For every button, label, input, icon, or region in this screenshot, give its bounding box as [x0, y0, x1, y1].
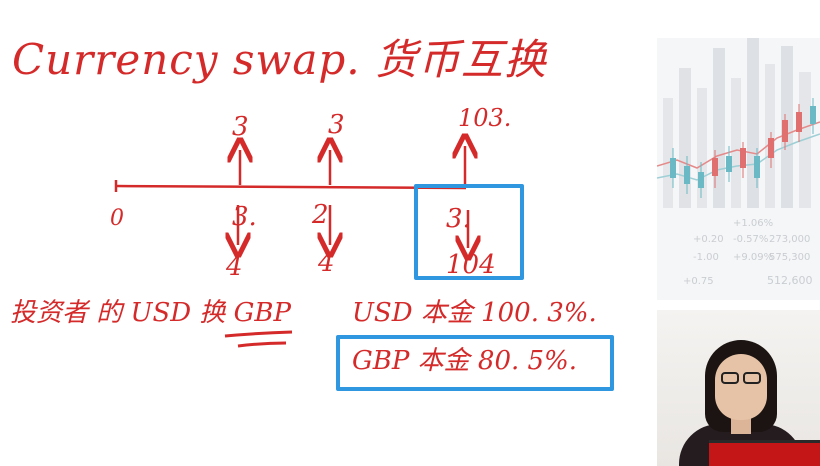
inflow-label-2: 3 [328, 110, 345, 140]
red-monitor [709, 440, 820, 466]
outflow-value-3: 104 [446, 250, 496, 280]
svg-text:+1.06%: +1.06% [733, 218, 773, 229]
usd-principal-note: USD 本金 100. 3%. [352, 298, 597, 328]
svg-text:-1.00: -1.00 [693, 252, 719, 263]
svg-text:+0.20: +0.20 [693, 234, 724, 245]
highlight-box-gbp-principal [336, 335, 614, 391]
inflow-label-1: 3 [232, 112, 249, 142]
outflow-marker-3: 3. [446, 204, 471, 234]
outflow-marker-1: 3. [232, 202, 257, 232]
underline-stroke-2 [237, 341, 287, 348]
outflow-marker-2: 2 [312, 200, 329, 230]
time-zero-label: 0 [110, 206, 124, 231]
underline-stroke-1 [224, 330, 293, 338]
svg-text:575,300: 575,300 [769, 252, 810, 263]
investor-note: 投资者 的 USD 换 GBP [10, 298, 291, 328]
stock-chart-background: +9.09% 575,300 273,000 +1.06% -0.57% +0.… [657, 38, 820, 300]
timeline-drawing [114, 0, 650, 348]
gbp-principal-note: GBP 本金 80. 5%. [352, 346, 578, 376]
lecture-title: Currency swap. 货币互换 [12, 35, 547, 84]
presenter-video [657, 310, 820, 466]
glasses-left-icon [721, 372, 739, 384]
candles [670, 98, 816, 198]
timeline-axis [115, 184, 467, 190]
inflow-label-3: 103. [458, 104, 512, 132]
candlestick-decoration: +9.09% 575,300 273,000 +1.06% -0.57% +0.… [657, 38, 820, 300]
svg-text:512,600: 512,600 [767, 274, 813, 287]
glasses-right-icon [743, 372, 761, 384]
highlight-box-final-period [414, 184, 524, 280]
svg-text:+9.09%: +9.09% [733, 252, 773, 263]
svg-text:-0.57%: -0.57% [733, 234, 768, 245]
svg-text:+0.75: +0.75 [683, 276, 714, 287]
outflow-value-1: 4 [226, 252, 243, 282]
svg-text:273,000: 273,000 [769, 234, 810, 245]
outflow-value-2: 4 [318, 248, 335, 278]
presenter-face [715, 354, 767, 420]
